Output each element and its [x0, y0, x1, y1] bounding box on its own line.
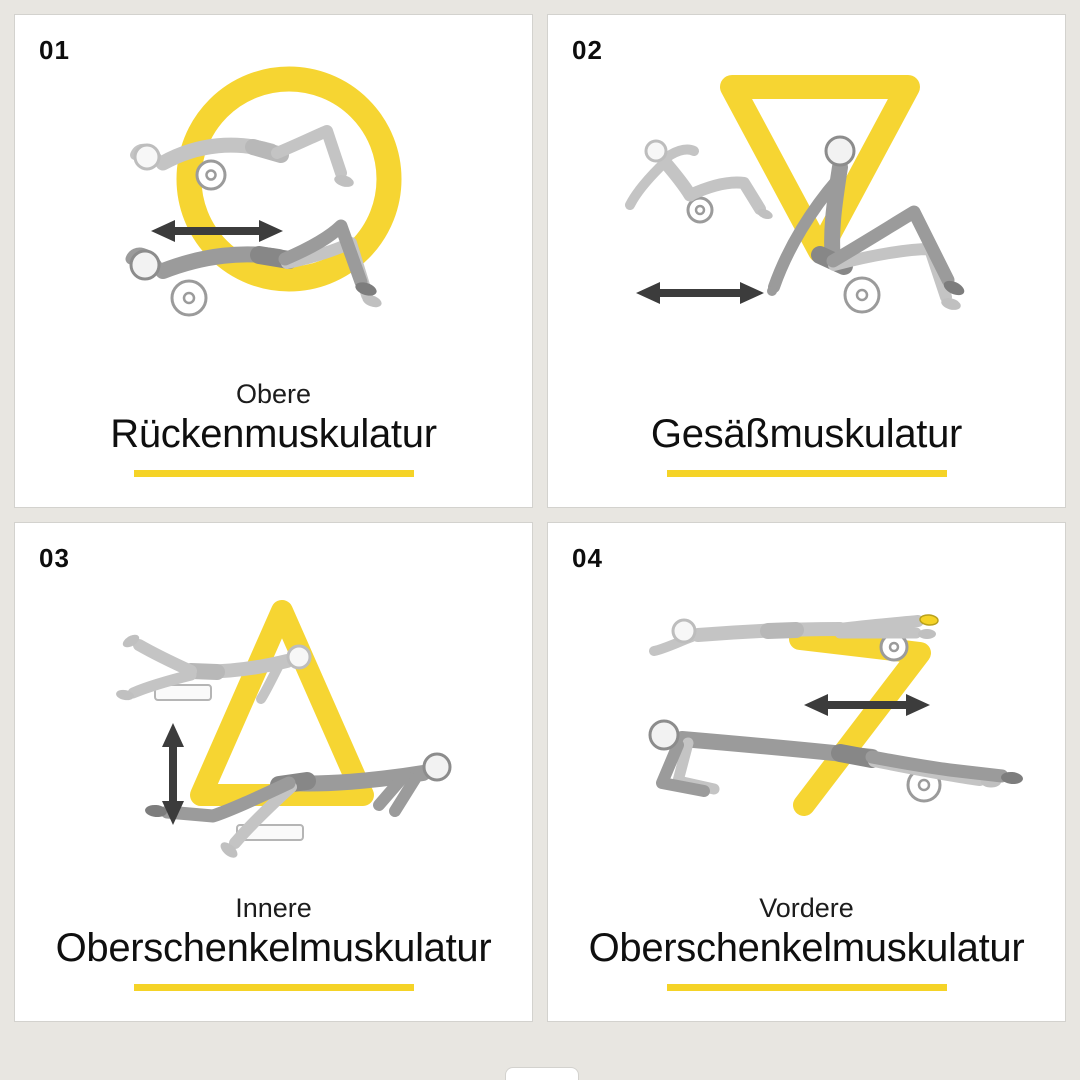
roll-direction-arrow-icon [635, 282, 764, 304]
panel-number: 04 [572, 543, 603, 573]
accent-underline [133, 984, 414, 991]
roll-direction-arrow-icon [161, 723, 184, 825]
foam-roller-icon [843, 276, 880, 314]
muscle-title: Gesäßmuskulatur [650, 412, 963, 456]
panel-caption: Innere Oberschenkelmuskulatur [15, 892, 532, 991]
exercise-figure-top [129, 125, 354, 191]
accent-circle-shape [176, 66, 401, 292]
panel-inner-thigh: 03 [14, 522, 533, 1022]
upper-back-exercise-illustration [125, 66, 401, 317]
exercise-figure-top [624, 139, 773, 224]
panel-upper-back: 01 [14, 14, 533, 508]
foam-roller-icon [879, 632, 908, 662]
muscle-title: Rückenmuskulatur [110, 412, 437, 456]
foam-roller-icon [195, 159, 226, 191]
foam-roller-icon [686, 196, 713, 224]
panel-glutes: 02 [547, 14, 1066, 508]
panel-number: 01 [39, 35, 70, 65]
roll-direction-arrow-icon [803, 694, 930, 716]
panel-caption: Obere Rückenmuskulatur [15, 378, 532, 477]
muscle-title: Oberschenkelmuskulatur [588, 926, 1025, 970]
exercise-figure-top [115, 634, 311, 704]
muscle-subtitle: Vordere [759, 893, 854, 923]
foam-pad-icon [153, 684, 212, 701]
exercise-figure-main [144, 752, 451, 858]
accent-zigzag-shape [788, 628, 931, 816]
panel-number: 03 [39, 543, 70, 573]
exercise-figure-main [766, 135, 964, 314]
roll-direction-arrow-icon [150, 220, 283, 242]
glutes-exercise-illustration [624, 75, 964, 314]
accent-underline [133, 470, 414, 477]
next-page-peek [505, 1067, 579, 1080]
muscle-subtitle [548, 378, 1065, 411]
panel-number: 02 [572, 35, 603, 65]
panel-front-thigh: 04 [547, 522, 1066, 1022]
muscle-subtitle: Innere [235, 893, 312, 923]
exercise-figure-main [648, 719, 1023, 803]
accent-triangle-up-shape [189, 600, 374, 806]
exercise-figure-main [125, 219, 382, 317]
accent-triangle-down-shape [719, 75, 920, 263]
exercise-figure-top [648, 614, 939, 662]
panel-caption: Gesäßmuskulatur [548, 378, 1065, 477]
panel-caption: Vordere Oberschenkelmuskulatur [548, 892, 1065, 991]
accent-underline [666, 470, 947, 477]
foam-roller-icon [170, 279, 207, 317]
accent-underline [666, 984, 947, 991]
inner-thigh-exercise-illustration [115, 600, 451, 858]
muscle-title: Oberschenkelmuskulatur [55, 926, 492, 970]
muscle-subtitle: Obere [235, 379, 312, 409]
front-thigh-exercise-illustration [648, 614, 1023, 816]
